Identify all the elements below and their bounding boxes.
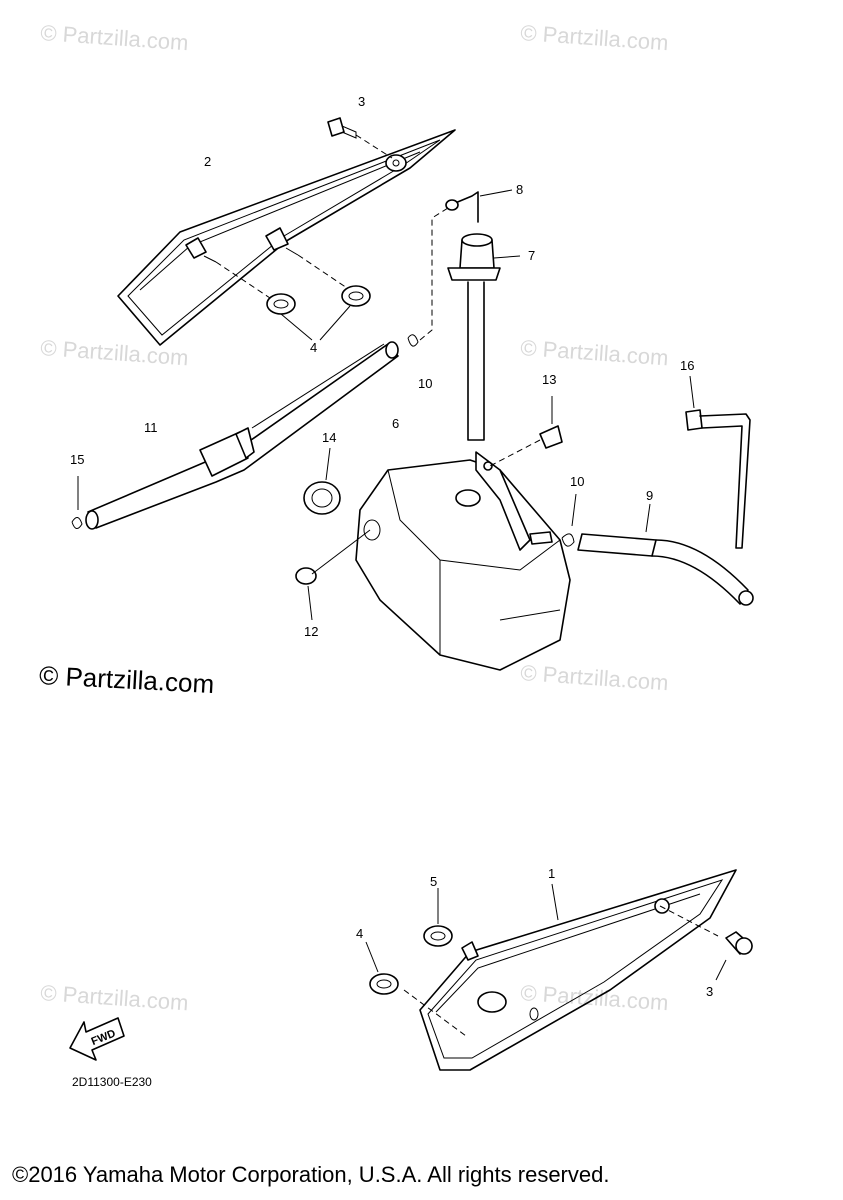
callout-3-upper: 3 — [358, 94, 365, 109]
callout-8: 8 — [516, 182, 523, 197]
watermark: © Partzilla.com — [520, 335, 670, 370]
side-cover-upper — [117, 129, 456, 346]
fwd-arrow-icon: FWD — [69, 1017, 125, 1061]
watermark: © Partzilla.com — [520, 20, 670, 55]
overflow-hose — [577, 503, 754, 606]
copyright-notice: ©2016 Yamaha Motor Corporation, U.S.A. A… — [12, 1162, 610, 1187]
tank-damper — [295, 529, 371, 621]
watermarks: © Partzilla.com © Partzilla.com © Partzi… — [40, 20, 670, 1015]
hose-clamp-left — [71, 476, 83, 529]
breather-elbow — [445, 189, 513, 223]
grommets-upper — [266, 285, 371, 341]
callout-3-lower: 3 — [706, 984, 713, 999]
callout-14: 14 — [322, 430, 336, 445]
watermark: © Partzilla.com — [520, 980, 670, 1015]
bolt-lower — [715, 931, 753, 981]
bolt-upper — [327, 117, 393, 159]
callout-12: 12 — [304, 624, 318, 639]
callout-2: 2 — [204, 154, 211, 169]
tank-grommet — [303, 447, 341, 515]
callout-6: 6 — [392, 416, 399, 431]
tank-cap — [447, 233, 521, 441]
callout-9: 9 — [646, 488, 653, 503]
callout-1: 1 — [548, 866, 555, 881]
callout-5: 5 — [430, 874, 437, 889]
callouts: 1 2 3 3 4 4 5 6 7 8 9 10 10 11 12 13 14 … — [70, 94, 713, 999]
callout-16: 16 — [680, 358, 694, 373]
callout-15: 15 — [70, 452, 84, 467]
side-cover-lower — [403, 869, 737, 1071]
callout-4-lower: 4 — [356, 926, 363, 941]
hose-clamp-upper — [407, 207, 449, 347]
tank-bolt — [489, 396, 563, 467]
diagram-code: 2D11300-E230 — [72, 1075, 152, 1089]
watermark: © Partzilla.com — [40, 980, 190, 1015]
callout-7: 7 — [528, 248, 535, 263]
callout-4-upper: 4 — [310, 340, 317, 355]
callout-11: 11 — [144, 420, 158, 435]
grommet-lower-4 — [365, 941, 399, 995]
hose-guide-bracket — [685, 375, 751, 549]
callout-10-right: 10 — [570, 474, 584, 489]
watermark: © Partzilla.com — [40, 20, 190, 55]
watermark: © Partzilla.com — [520, 660, 670, 695]
grommet-lower-5 — [423, 888, 453, 947]
callout-10-upper: 10 — [418, 376, 432, 391]
callout-13: 13 — [542, 372, 556, 387]
oil-tank — [355, 451, 571, 671]
hose-clamp-right — [529, 493, 577, 547]
breather-hose — [85, 341, 399, 530]
